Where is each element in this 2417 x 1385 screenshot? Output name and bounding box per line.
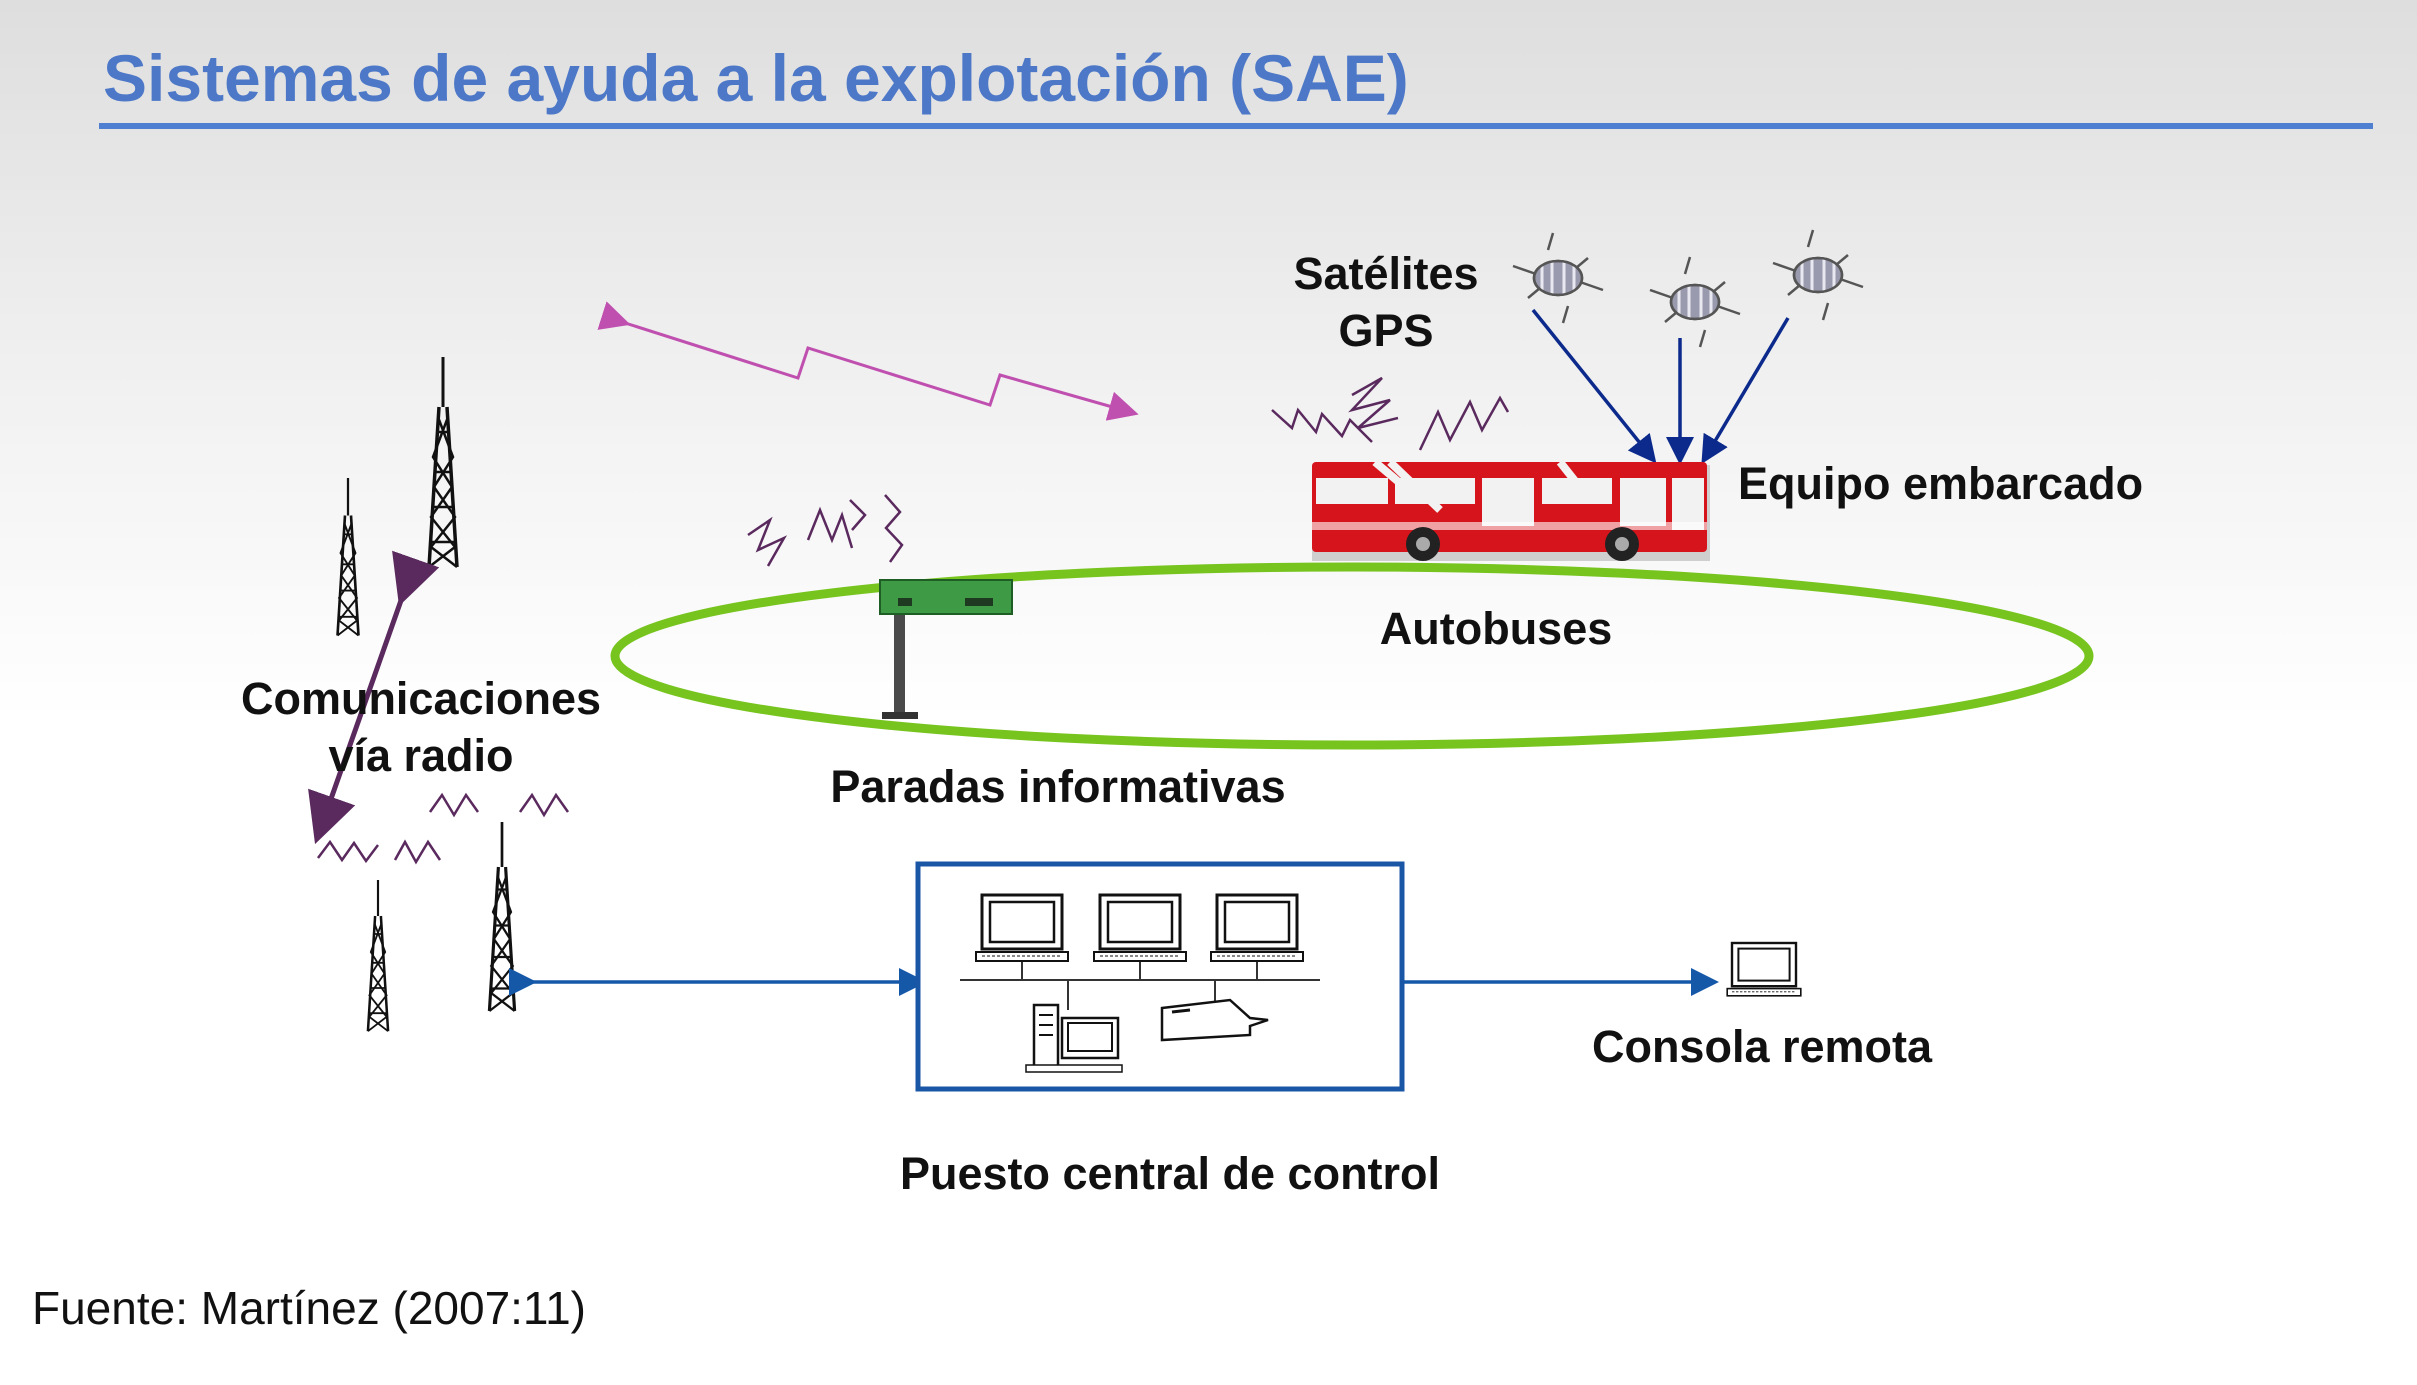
title-underline — [99, 123, 2373, 129]
radio-tower-base — [487, 820, 517, 1013]
workstation-3-icon — [1209, 893, 1305, 963]
gps-satellite-2 — [1648, 255, 1742, 349]
gps-signal-arrow-1 — [1531, 308, 1657, 464]
gps-satellite-3 — [1771, 228, 1865, 322]
radio-tower-base-small — [366, 878, 390, 1033]
workstation-1-icon — [974, 893, 1070, 963]
bus-icon — [1312, 458, 1710, 561]
server-computer-icon — [1025, 1003, 1123, 1073]
label-buses: Autobuses — [1379, 603, 1613, 654]
tower-radio-waves — [317, 792, 570, 865]
workstation-network — [960, 962, 1320, 1010]
page-title: Sistemas de ayuda a la explotación (SAE) — [103, 41, 1409, 115]
label-gps-satellites: Satélites GPS — [1293, 248, 1479, 356]
label-remote-console: Consola remota — [1591, 1021, 1933, 1072]
radio-tower-tall — [427, 355, 459, 569]
source-citation: Fuente: Martínez (2007:11) — [32, 1282, 586, 1334]
wireless-link-arrow — [597, 301, 1139, 421]
gps-satellite-1 — [1511, 231, 1605, 325]
label-radio-communications: Comunicaciones vía radio — [240, 673, 602, 781]
label-information-stops: Paradas informativas — [830, 761, 1286, 812]
laser-printer-icon — [1160, 998, 1269, 1042]
gps-signal-arrow-3 — [1701, 317, 1790, 465]
bus-route-loop — [610, 562, 2094, 750]
radio-tower-small — [336, 476, 360, 637]
information-stop-icon — [747, 494, 1013, 719]
workstation-2-icon — [1092, 893, 1188, 963]
radio-comm-arrow — [308, 550, 440, 845]
label-central-control: Puesto central de control — [899, 1148, 1441, 1199]
label-onboard-equipment: Equipo embarcado — [1738, 458, 2144, 509]
remote-console-icon — [1725, 941, 1802, 997]
bus-radio-waves — [1271, 376, 1510, 451]
